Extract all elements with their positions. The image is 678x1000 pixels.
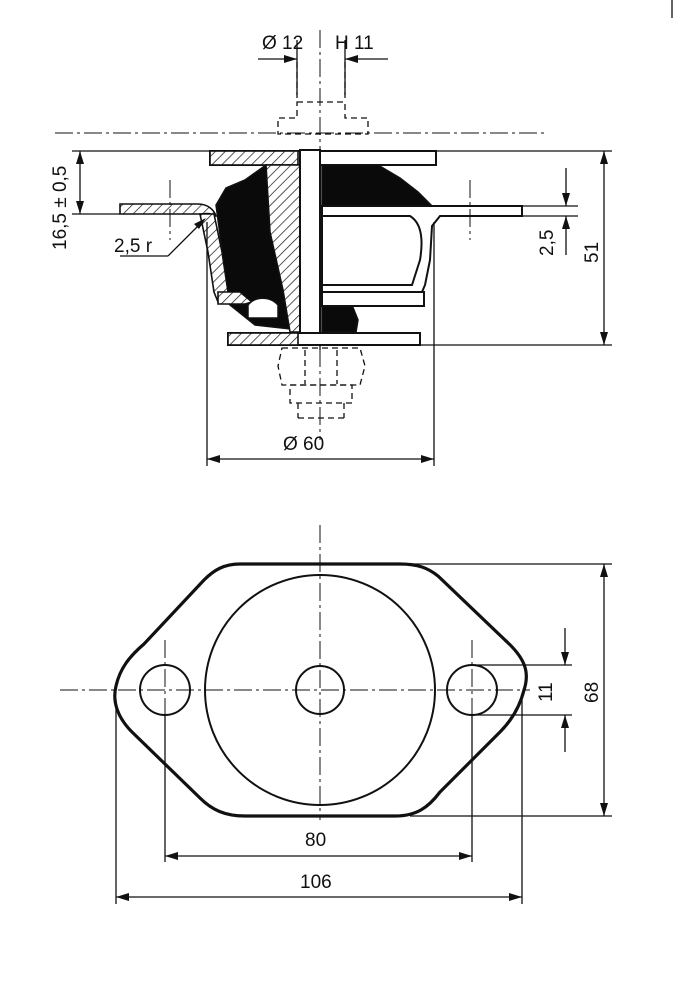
flange-height-dimension: 16,5 ± 0,5 xyxy=(50,150,210,250)
plan-view: 11 68 80 106 xyxy=(60,525,612,904)
bottom-plate-hatched xyxy=(227,332,299,346)
bracket-curve-right xyxy=(322,215,423,286)
body-circle xyxy=(204,574,436,806)
hole-spacing-dimension: 80 xyxy=(164,715,473,862)
top-plate-hatched xyxy=(209,150,299,166)
overall-length-label: 106 xyxy=(300,872,332,893)
plate-thickness-label: 2,5 xyxy=(537,230,558,256)
bore-dimension: Ø 12 H 11 xyxy=(258,33,388,95)
bracket-lip-left xyxy=(217,291,254,305)
bore-tolerance-label: H 11 xyxy=(335,33,374,54)
flange-outline xyxy=(113,562,528,818)
bore-diameter-label: Ø 12 xyxy=(262,33,303,54)
flange-width-dimension: 68 xyxy=(400,563,612,817)
plate-thickness-dimension: 2,5 xyxy=(522,168,578,256)
flange-width-label: 68 xyxy=(582,682,603,703)
bracket-band-right xyxy=(321,291,425,307)
overall-length-dimension: 106 xyxy=(115,700,523,904)
overall-height-dimension: 51 xyxy=(420,150,612,346)
hole-spacing-label: 80 xyxy=(305,830,326,851)
flange-height-label: 16,5 ± 0,5 xyxy=(50,166,71,250)
hidden-bolt-top xyxy=(277,62,369,135)
rubber-body-right xyxy=(321,164,434,207)
hidden-nut-bottom xyxy=(277,347,366,419)
radius-dimension: 2,5 r xyxy=(114,218,206,257)
hole-diameter-dimension: 11 xyxy=(472,628,572,752)
central-bolt xyxy=(299,149,321,337)
center-bore xyxy=(295,665,345,715)
body-diameter-label: Ø 60 xyxy=(283,434,324,455)
overall-height-label: 51 xyxy=(582,242,603,263)
hole-diameter-label: 11 xyxy=(536,682,557,702)
rubber-cavity xyxy=(247,297,279,319)
section-view: Ø 12 H 11 16,5 ± 0,5 2,5 r 2,5 xyxy=(50,30,612,466)
radius-label: 2,5 r xyxy=(114,236,153,257)
rubber-body-right-lower xyxy=(321,304,359,333)
body-diameter-dimension: Ø 60 xyxy=(206,222,435,466)
